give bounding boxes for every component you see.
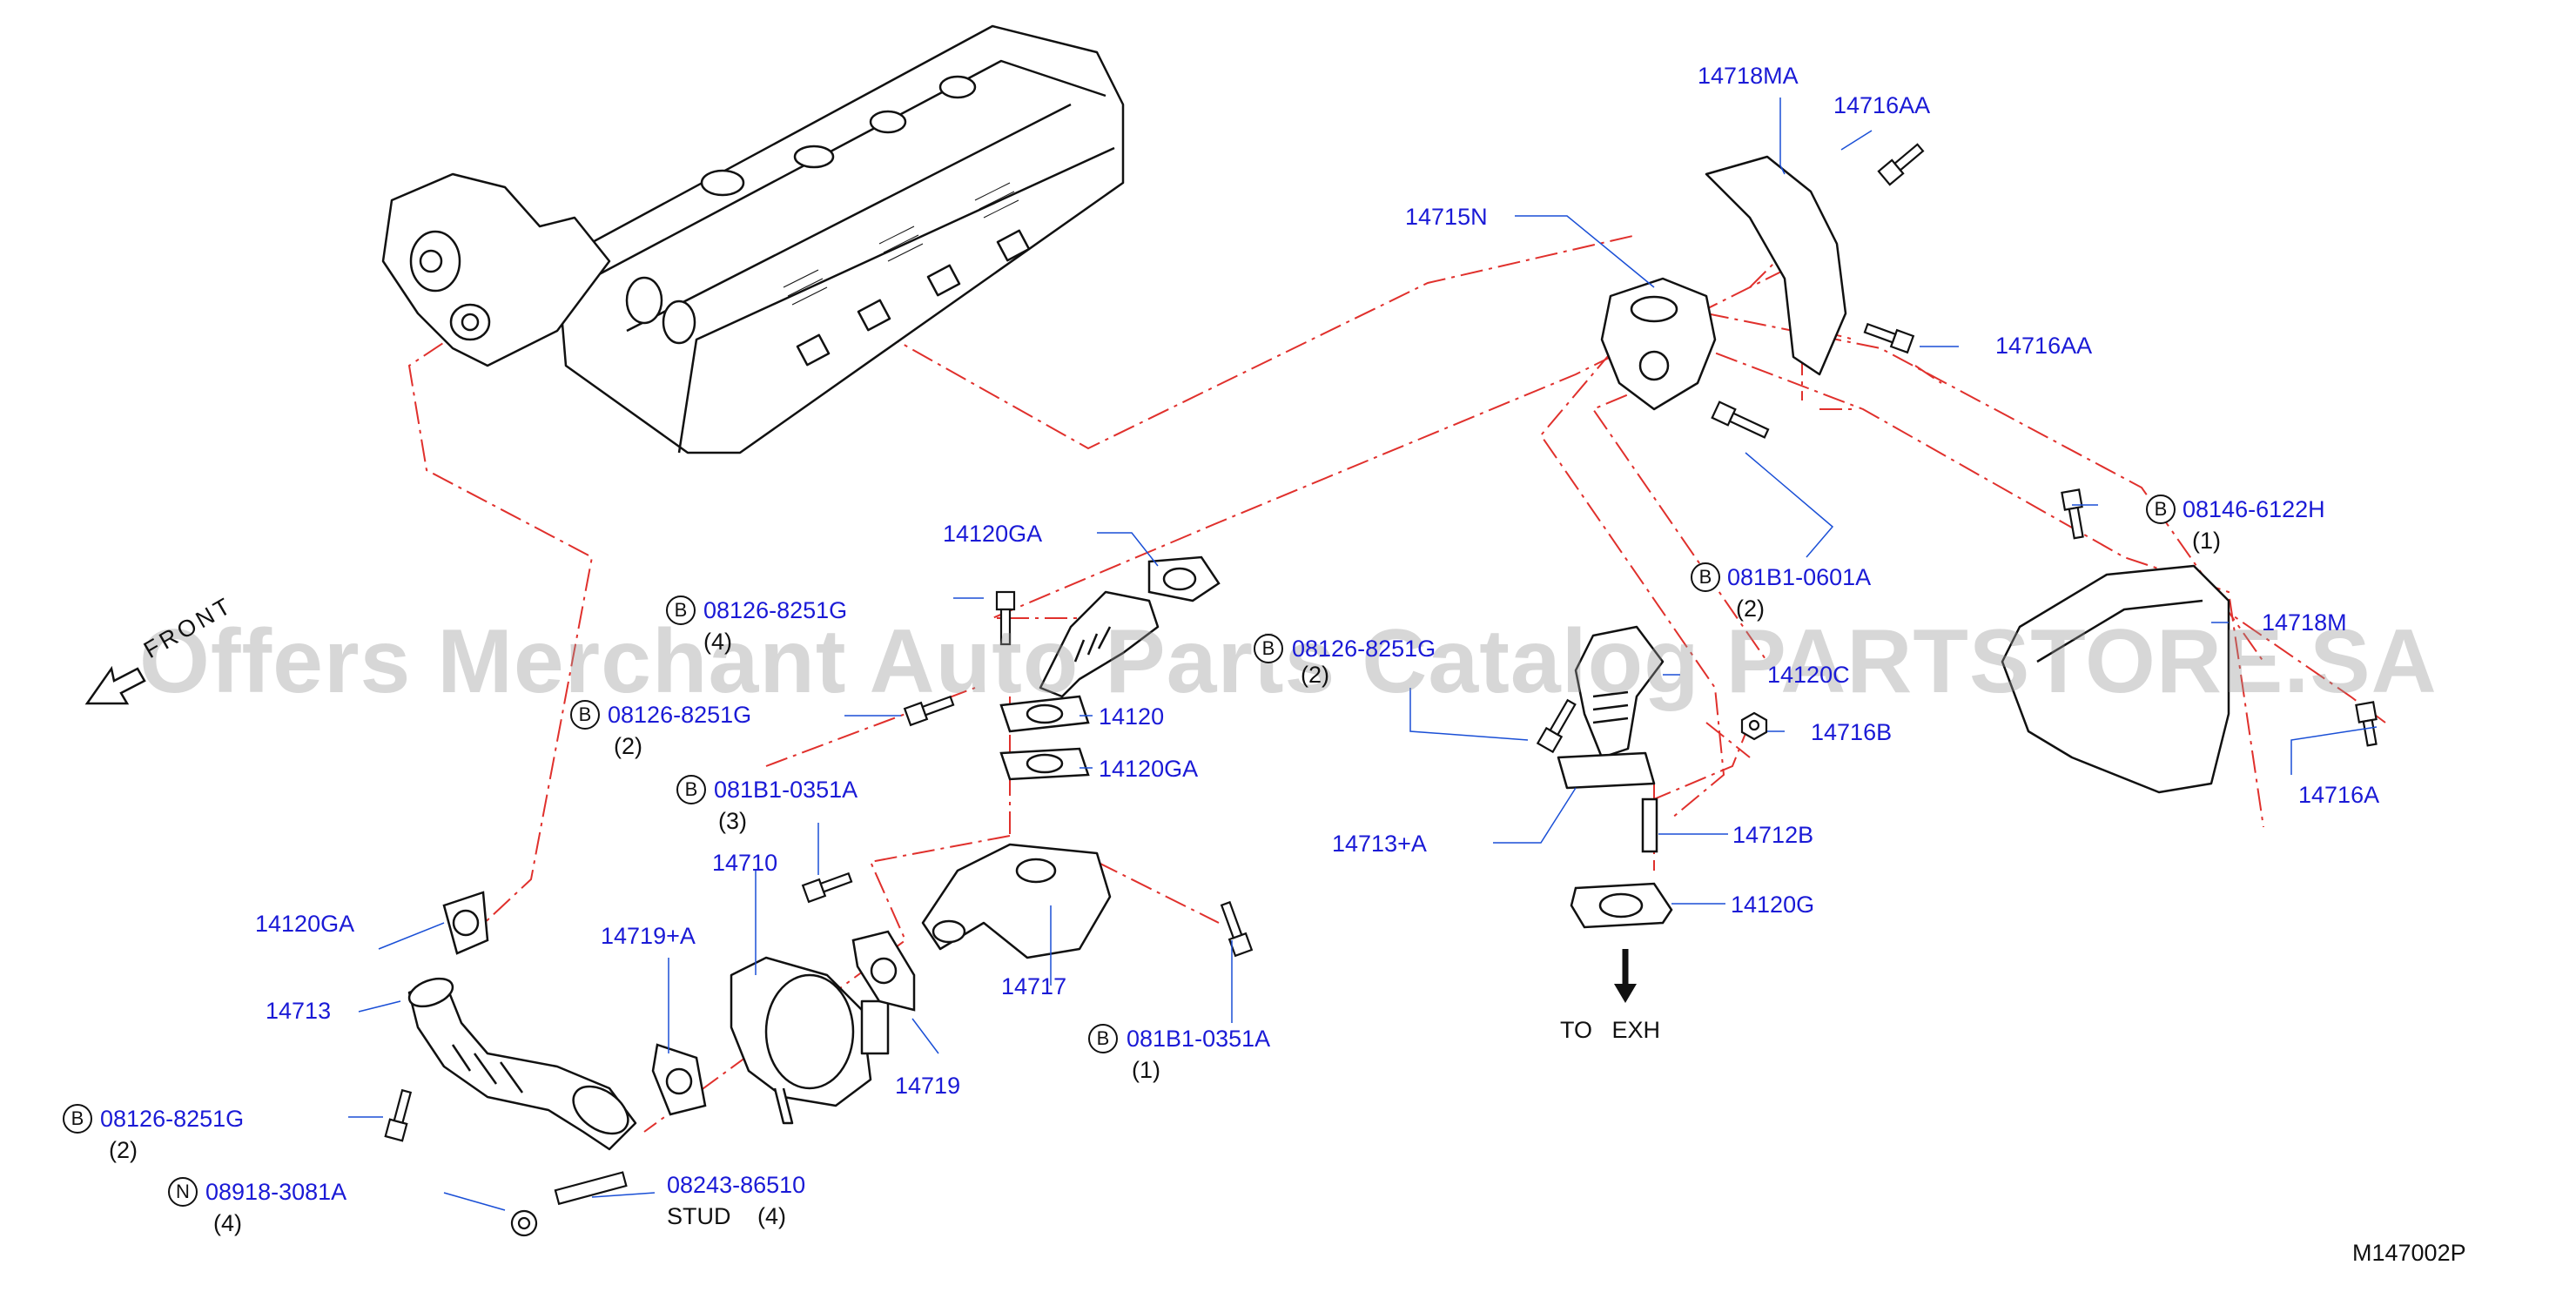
gasket-14719A: [651, 1043, 707, 1116]
bolt-badge: B: [63, 1104, 92, 1134]
part-label-14712B[interactable]: 14712B: [1732, 822, 1814, 848]
quantity-08126-8251G-d: (2): [1301, 662, 1329, 688]
part-label-14716AA-top[interactable]: 14716AA: [1833, 92, 1931, 118]
quantity-08918-3081A: (4): [213, 1210, 242, 1236]
part-label-08243-86510[interactable]: 08243-86510: [667, 1172, 806, 1198]
cylinder-head-illustration: [381, 24, 1125, 454]
quantity-081B1-0351A-bottom: (1): [1132, 1057, 1160, 1083]
bolt-badge: B: [676, 775, 706, 804]
part-label-14120GA-left[interactable]: 14120GA: [255, 911, 355, 937]
part-label-14120[interactable]: 14120: [1099, 703, 1165, 730]
exhaust-label: TO EXH: [1560, 1017, 1661, 1043]
leader-lines: [348, 98, 2378, 1211]
part-label-14716AA-mid[interactable]: 14716AA: [1995, 333, 2093, 359]
part-label-081B1-0601A[interactable]: 081B1-0601A: [1727, 564, 1872, 590]
quantity-081B1-0601A: (2): [1736, 596, 1765, 622]
part-label-14716A[interactable]: 14716A: [2298, 782, 2380, 808]
heat-shield-14718MA: [1705, 155, 1847, 376]
gasket-14120GA-top: [1147, 555, 1221, 602]
cylinder-head-hatching: [783, 182, 1019, 306]
nut-badge: N: [168, 1177, 198, 1207]
part-label-14719-plus-A[interactable]: 14719+A: [601, 923, 696, 949]
part-label-08146-6122H[interactable]: 08146-6122H: [2183, 496, 2325, 522]
egr-valve-14710: [730, 956, 890, 1125]
part-label-14718MA[interactable]: 14718MA: [1698, 63, 1799, 89]
part-label-08126-8251G-d[interactable]: 08126-8251G: [1292, 636, 1436, 662]
bolt-badge: B: [1691, 562, 1720, 592]
part-label-14713-plus-A[interactable]: 14713+A: [1332, 831, 1427, 857]
bolt-badge: B: [1254, 634, 1283, 663]
egr-cooler-14717: [921, 843, 1112, 959]
part-label-14718M[interactable]: 14718M: [2262, 609, 2347, 636]
part-label-14120G[interactable]: 14120G: [1731, 892, 1815, 918]
part-label-081B1-0351A-top[interactable]: 081B1-0351A: [714, 777, 858, 803]
part-label-14716B[interactable]: 14716B: [1811, 719, 1893, 745]
part-label-14710[interactable]: 14710: [712, 850, 778, 876]
part-label-08126-8251G-a[interactable]: 08126-8251G: [703, 597, 848, 623]
quantity-08126-8251G-b: (2): [614, 733, 642, 759]
part-label-08126-8251G-c[interactable]: 08126-8251G: [100, 1106, 245, 1132]
gasket-14120G: [1570, 882, 1673, 929]
part-label-08126-8251G-b[interactable]: 08126-8251G: [608, 702, 752, 728]
bolt-badge: B: [1088, 1024, 1118, 1053]
quantity-08146-6122H: (1): [2192, 528, 2221, 554]
quantity-081B1-0351A-top: (3): [718, 808, 747, 834]
bolt-badge: B: [666, 596, 696, 625]
gasket-14120GA-mid: [999, 747, 1090, 781]
stud-14712B: [1641, 797, 1658, 853]
gasket-14120GA-left: [442, 891, 489, 955]
part-label-14715N[interactable]: 14715N: [1405, 204, 1488, 230]
bolts: [384, 143, 2378, 1237]
part-label-14120GA-mid[interactable]: 14120GA: [1099, 756, 1199, 782]
gasket-14719: [851, 930, 916, 1012]
part-label-14120C[interactable]: 14120C: [1767, 662, 1850, 688]
diagram-code: M147002P: [2352, 1240, 2466, 1266]
watermark: Offers Merchant Auto Parts Catalog PARTS…: [139, 611, 2438, 712]
part-label-14717[interactable]: 14717: [1001, 973, 1067, 999]
egr-pipe-14120: [1039, 590, 1160, 698]
quantity-08126-8251G-a: (4): [703, 629, 732, 655]
heat-shield-14718M: [2001, 564, 2230, 794]
part-label-08918-3081A[interactable]: 08918-3081A: [205, 1179, 347, 1205]
part-label-14120GA-top[interactable]: 14120GA: [943, 521, 1043, 547]
stud-label: STUD: [667, 1203, 731, 1229]
front-arrow-icon: [84, 665, 146, 705]
bolt-badge: B: [570, 700, 600, 730]
egr-tube-14713: [407, 977, 637, 1151]
bolt-badge: B: [2146, 495, 2176, 524]
part-label-081B1-0351A-bottom[interactable]: 081B1-0351A: [1127, 1026, 1271, 1052]
quantity-08126-8251G-c: (2): [109, 1137, 138, 1163]
egr-housing-14715N: [1600, 277, 1717, 411]
quantity-08243-86510: (4): [757, 1203, 786, 1229]
part-label-14719[interactable]: 14719: [895, 1073, 961, 1099]
part-label-14713[interactable]: 14713: [266, 998, 332, 1024]
flex-pipe-14713A: [1557, 625, 1665, 790]
flange-14120: [999, 695, 1090, 733]
exhaust-arrow: [1614, 949, 1637, 1003]
